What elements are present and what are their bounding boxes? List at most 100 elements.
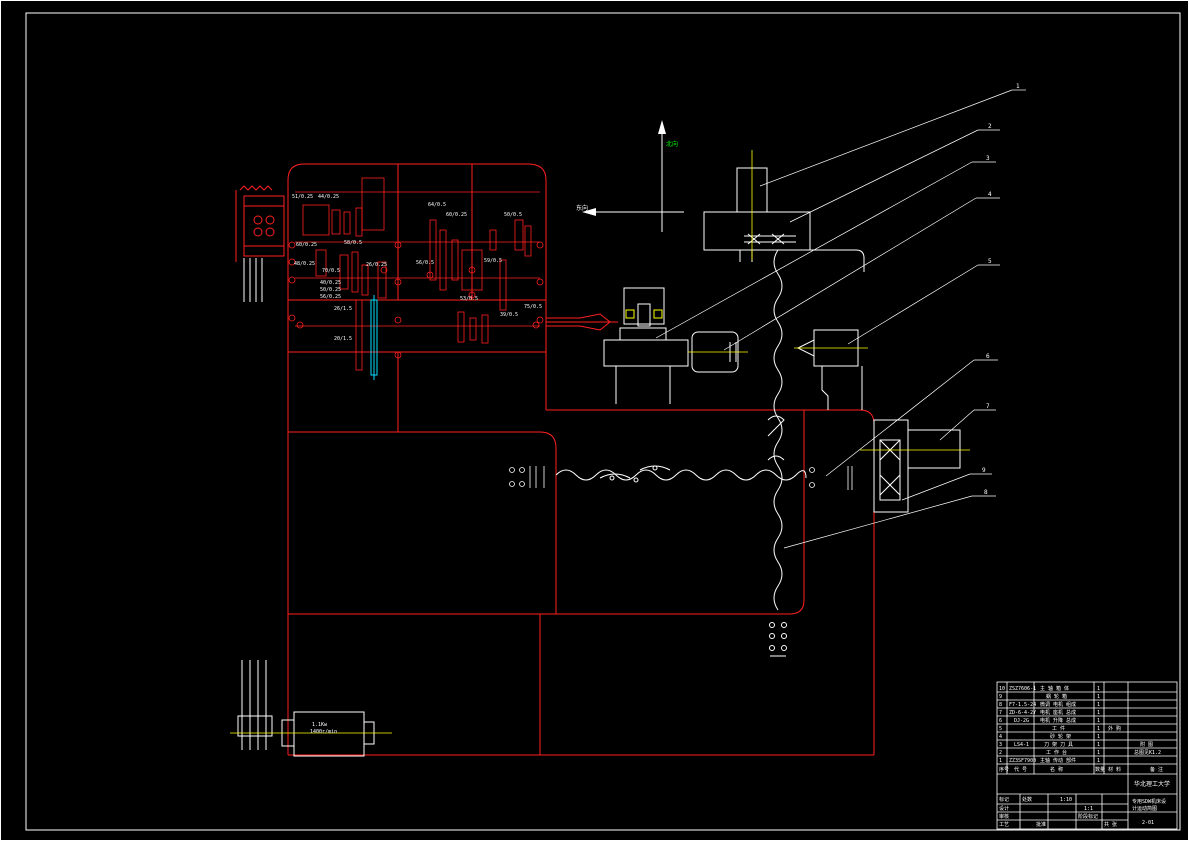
part-no: 9 xyxy=(999,694,1002,700)
gear-label: 20/1.5 xyxy=(334,336,352,342)
part-no: 1 xyxy=(999,758,1002,764)
gear-label: 40/0.25 xyxy=(320,280,341,286)
header-material: 材 料 xyxy=(1108,766,1121,773)
label-mark: 标记 xyxy=(999,796,1009,803)
motor-pulley xyxy=(237,660,273,750)
part-name: 工 件 xyxy=(1052,725,1065,732)
gear-label: 51/0.25 xyxy=(292,194,313,200)
lead-screw-vertical xyxy=(767,249,787,657)
part-code: ZD-6-4-2Y xyxy=(1009,710,1036,716)
lead-screw-horizontal xyxy=(555,465,807,483)
label-review: 审核 xyxy=(999,813,1009,820)
title-block: 10 ZSZ7606-1 主 轴 箱 体 1 9 蜗 轮 箱 1 8 F7-1.… xyxy=(996,681,1178,830)
part-qty: 1 xyxy=(1097,758,1100,764)
label-design: 设计 xyxy=(999,805,1009,812)
ref-number: 2 xyxy=(988,123,992,130)
parts-list: 10 ZSZ7606-1 主 轴 箱 体 1 9 蜗 轮 箱 1 8 F7-1.… xyxy=(999,685,1161,764)
ref-number: 6 xyxy=(986,353,990,360)
part-code: F7-1.5-24 xyxy=(1009,702,1036,708)
north-label: 北向 xyxy=(666,140,678,148)
part-note: 总图见K1.2 xyxy=(1134,749,1161,756)
drawing-title-line1: 专用SDW机床设 xyxy=(1132,798,1166,805)
gear-label: 56/0.5 xyxy=(416,260,434,266)
ref-numbers: 1 2 3 4 5 6 7 9 8 xyxy=(982,83,1020,496)
part-qty: 1 xyxy=(1097,726,1100,732)
motor-speed: 1400r/min xyxy=(310,729,337,735)
part-name: 主 轴 箱 体 xyxy=(1040,685,1069,692)
part-code: ZSZ7606-1 xyxy=(1009,686,1036,692)
part-no: 4 xyxy=(999,734,1002,740)
gear-label: 75/0.5 xyxy=(524,304,542,310)
input-belts xyxy=(243,258,263,302)
part-no: 5 xyxy=(999,726,1002,732)
part-qty: 1 xyxy=(1097,702,1100,708)
gear-label: 60/0.25 xyxy=(446,212,467,218)
gear-label: 39/0.5 xyxy=(500,312,518,318)
gear-label: 50/0.25 xyxy=(320,287,341,293)
part-name: 电机 升降 总成 xyxy=(1040,717,1076,724)
part-qty: 1 xyxy=(1097,694,1100,700)
gear-label: 50/0.5 xyxy=(504,212,522,218)
label-stage: 阶段标记 xyxy=(1078,813,1098,820)
gear-label: 58/0.5 xyxy=(344,240,362,246)
part-qty: 1 xyxy=(1097,710,1100,716)
part-name: 电机 座机 总成 xyxy=(1040,709,1076,716)
part-code: ZZ3SF7900 xyxy=(1009,758,1036,764)
part-no: 7 xyxy=(999,710,1002,716)
label-sheets: 共 张 xyxy=(1104,821,1117,828)
tool-post-detail xyxy=(625,309,663,319)
header-qty: 数量 xyxy=(1095,766,1105,773)
part-no: 3 xyxy=(999,742,1002,748)
tool-post xyxy=(603,287,689,404)
part-name: 工 作 台 xyxy=(1046,749,1067,756)
gear-label: 64/0.5 xyxy=(428,202,446,208)
drawing-number: 2-01 xyxy=(1142,820,1154,826)
direction-indicator: 北向 东向 xyxy=(576,120,684,232)
ref-number: 3 xyxy=(986,155,990,162)
part-note: 附 图 xyxy=(1140,741,1153,748)
part-qty: 1 xyxy=(1097,742,1100,748)
workpiece xyxy=(796,329,863,410)
worm-gear-box xyxy=(873,419,961,513)
gear-label: 56/0.25 xyxy=(320,294,341,300)
label-approve: 批准 xyxy=(1036,821,1046,828)
input-pulley xyxy=(235,185,285,262)
gear-train xyxy=(295,177,540,371)
part-qty: 1 xyxy=(1097,734,1100,740)
ref-number: 5 xyxy=(988,258,992,265)
gear-labels: 51/0.25 44/0.25 60/0.25 48/0.25 40/0.25 … xyxy=(292,194,542,342)
part-qty: 1 xyxy=(1097,686,1100,692)
part-no: 6 xyxy=(999,718,1002,724)
bearings xyxy=(288,241,544,359)
label-process: 工艺 xyxy=(999,822,1009,828)
part-no: 8 xyxy=(999,702,1002,708)
ref-number: 4 xyxy=(988,191,992,198)
gear-label: 26/0.25 xyxy=(366,262,387,268)
motor-power: 1.1Kw xyxy=(312,722,328,728)
ref-number: 7 xyxy=(986,403,990,410)
gear-label: 70/0.5 xyxy=(322,268,340,274)
parts-header: 序号 代 号 名 称 数量 材 料 备 注 xyxy=(999,766,1163,773)
machine-bed xyxy=(287,409,875,756)
gear-label: 53/0.5 xyxy=(460,296,478,302)
gear-label: 26/1.5 xyxy=(334,306,352,312)
spindle-nose xyxy=(546,313,618,331)
part-name: 蜗 轮 箱 xyxy=(1046,693,1067,700)
sheet-value: 1:10 xyxy=(1060,797,1072,803)
feed-shaft xyxy=(370,295,378,380)
right-bearings xyxy=(809,466,853,490)
gear-label: 60/0.25 xyxy=(296,242,317,248)
gear-label: 44/0.25 xyxy=(318,194,339,200)
gear-label: 48/0.25 xyxy=(294,261,315,267)
part-qty: 1 xyxy=(1097,750,1100,756)
west-label: 东向 xyxy=(576,204,588,212)
part-name: 微调 电机 组成 xyxy=(1040,701,1076,708)
scale-value: 1:1 xyxy=(1084,806,1093,812)
part-note: 外 购 xyxy=(1108,725,1121,732)
part-name: 砂 轮 架 xyxy=(1050,733,1071,740)
part-code: LS4-1 xyxy=(1014,742,1029,748)
school-name: 华北理工大学 xyxy=(1134,780,1170,788)
part-no: 10 xyxy=(999,686,1005,692)
ref-number: 9 xyxy=(982,467,986,474)
